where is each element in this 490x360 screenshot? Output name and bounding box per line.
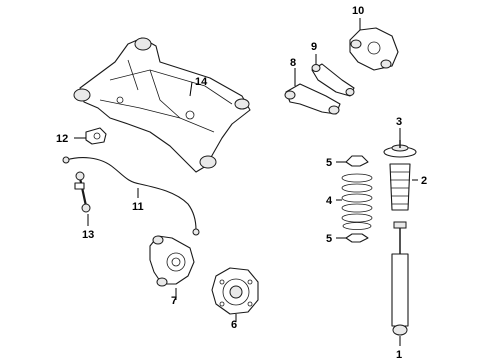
callout-7: 7 xyxy=(171,295,177,307)
subframe-crossmember[interactable] xyxy=(73,37,251,173)
shock-upper-mount[interactable] xyxy=(383,140,417,158)
callout-6: 6 xyxy=(231,319,237,331)
callout-2: 2 xyxy=(421,175,427,187)
upper-spring-seat[interactable] xyxy=(345,155,369,167)
shock-absorber[interactable] xyxy=(391,221,409,336)
coil-spring[interactable] xyxy=(341,173,373,230)
callout-4: 4 xyxy=(326,195,333,207)
callout-10: 10 xyxy=(352,5,364,17)
lower-spring-seat[interactable] xyxy=(345,233,369,243)
upper-control-arm[interactable] xyxy=(311,63,355,97)
rear-knuckle[interactable] xyxy=(149,235,195,287)
lower-control-arm[interactable] xyxy=(284,83,341,115)
callout-8: 8 xyxy=(290,57,296,69)
callout-5-lower: 5 xyxy=(326,233,332,245)
callout-11: 11 xyxy=(132,201,144,213)
stabilizer-link[interactable] xyxy=(74,171,91,213)
callout-14: 14 xyxy=(195,76,208,88)
callout-12: 12 xyxy=(56,133,68,145)
callout-13: 13 xyxy=(82,229,94,241)
trailing-arm-bracket[interactable] xyxy=(349,27,399,71)
callout-5-upper: 5 xyxy=(326,157,332,169)
stabilizer-bar[interactable] xyxy=(62,156,200,236)
hub-bearing-assembly[interactable] xyxy=(211,267,259,315)
stabilizer-bushing[interactable] xyxy=(85,127,107,145)
callout-1: 1 xyxy=(396,349,402,360)
callout-3: 3 xyxy=(396,116,402,128)
dust-boot[interactable] xyxy=(389,163,411,211)
callout-9: 9 xyxy=(311,41,317,53)
